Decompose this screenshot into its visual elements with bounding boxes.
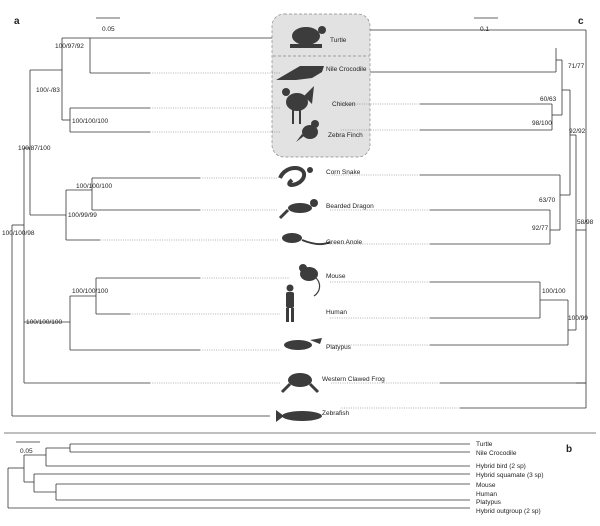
scale-label-c: 0.1 [480, 26, 489, 33]
frog-icon [280, 373, 320, 394]
archosaur-highlight-box [271, 13, 371, 158]
taxon-label: Platypus [326, 344, 352, 351]
taxon-label: Western Clawed Frog [322, 376, 385, 383]
scale-bar-c: 0.1 [474, 17, 498, 33]
taxon-label: Bearded Dragon [326, 203, 374, 210]
taxon-label-bottom: Hybrid squamate (3 sp) [476, 472, 544, 479]
panel-label-c: c [578, 16, 584, 27]
taxon-label: Green Anole [326, 239, 363, 246]
support-c-squamate: 92/77 [532, 225, 549, 232]
tree-panel-c [330, 29, 587, 409]
taxon-labels-top: Turtle Nile Crocodile Chicken Zebra Finc… [322, 37, 385, 417]
snake-icon [278, 166, 313, 187]
taxon-label: Zebrafish [322, 410, 349, 417]
taxon-label-bottom: Platypus [476, 499, 502, 506]
taxon-label-bottom: Hybrid outgroup (2 sp) [476, 508, 541, 515]
taxon-label-bottom: Human [476, 491, 497, 498]
support-c-turtle-croc: 71/77 [568, 63, 585, 70]
panel-label-a: a [14, 16, 20, 27]
support-a-reptiles: 100/87/100 [18, 145, 51, 152]
turtle-icon [290, 26, 326, 48]
tree-panel-a [11, 37, 290, 417]
rooster-icon [282, 86, 314, 124]
support-values-a: 100/97/92 100/-/83 100/100/100 100/87/10… [2, 43, 113, 326]
support-a-squamate: 100/99/99 [68, 212, 97, 219]
support-a-snake-dragon: 100/100/100 [76, 183, 113, 190]
support-c-amniote: 58/98 [577, 219, 594, 226]
platypus-icon [284, 338, 322, 350]
support-c-archosaur: 60/63 [540, 96, 557, 103]
support-a-mammals: 100/100/100 [72, 288, 109, 295]
taxon-label: Corn Snake [326, 169, 361, 176]
scale-bar-a: 0.05 [96, 17, 120, 33]
support-a-birds: 100/100/100 [72, 118, 109, 125]
panel-label-b: b [566, 444, 572, 455]
support-a-amniote: 100/100/98 [2, 230, 35, 237]
taxon-label: Chicken [332, 101, 356, 108]
mouse-icon [299, 264, 321, 297]
support-c-snake-dragon: 63/70 [539, 197, 556, 204]
zebrafish-icon [276, 410, 322, 422]
human-icon [286, 284, 294, 322]
taxon-label: Turtle [330, 37, 347, 44]
support-c-human-mouse: 100/99 [568, 315, 588, 322]
taxon-label: Zebra Finch [328, 132, 363, 139]
support-a-tetrapod: 100/100/100 [26, 319, 63, 326]
support-c-mammals: 100/100 [542, 288, 566, 295]
support-c-reptiles: 92/92 [569, 128, 586, 135]
support-values-c: 71/77 60/63 98/100 92/92 63/70 92/77 58/… [532, 63, 594, 322]
dragon-icon [278, 199, 318, 220]
finch-icon [296, 120, 319, 142]
taxon-label-bottom: Hybrid bird (2 sp) [476, 463, 526, 470]
scale-label-b: 0.05 [20, 448, 33, 455]
scale-label-a: 0.05 [102, 26, 115, 33]
support-a-archosaur: 100/-/83 [36, 87, 60, 94]
crocodile-icon [276, 66, 324, 80]
taxon-label-bottom: Nile Crocodile [476, 450, 517, 457]
anole-icon [282, 233, 331, 246]
silhouettes [276, 26, 331, 422]
taxon-label-bottom: Mouse [476, 482, 496, 489]
support-a-turtle-croc: 100/97/92 [55, 43, 84, 50]
tree-panel-b: 0.05 Turtle Nile Crocodile Hybrid bird (… [7, 441, 544, 515]
support-c-birds: 98/100 [532, 120, 552, 127]
taxon-label: Nile Crocodile [326, 66, 367, 73]
taxon-label-bottom: Turtle [476, 441, 493, 448]
taxon-label: Mouse [326, 273, 346, 280]
taxon-label: Human [326, 309, 347, 316]
